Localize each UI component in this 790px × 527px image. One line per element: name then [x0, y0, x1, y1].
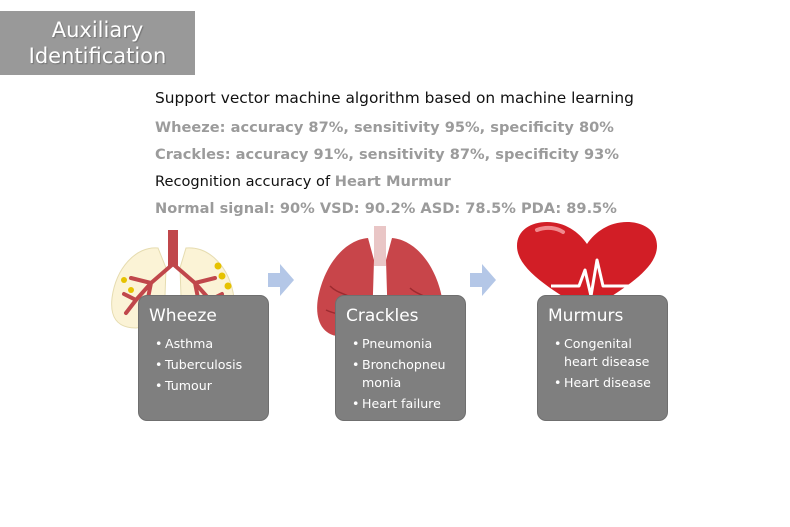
crackles-stats: Crackles: accuracy 91%, sensitivity 87%,… — [155, 146, 619, 163]
list-item: Congenital heart disease — [554, 335, 659, 371]
murmurs-card: Murmurs Congenital heart disease Heart d… — [537, 295, 668, 421]
list-item: Asthma — [155, 335, 260, 353]
list-item: Heart disease — [554, 374, 659, 392]
list-item: Pneumonia — [352, 335, 457, 353]
wheeze-stats: Wheeze: accuracy 87%, sensitivity 95%, s… — [155, 119, 614, 136]
card-title: Wheeze — [149, 306, 217, 326]
card-title: Crackles — [346, 306, 419, 326]
condition-list: Congenital heart disease Heart disease — [548, 335, 659, 392]
wheeze-card: Wheeze Asthma Tuberculosis Tumour — [138, 295, 269, 421]
normal-signal-stats: Normal signal: 90% VSD: 90.2% ASD: 78.5%… — [155, 200, 617, 217]
condition-list: Pneumonia Bronchopneu monia Heart failur… — [346, 335, 457, 413]
title-line-1: Auxiliary — [51, 18, 144, 42]
recognition-prefix: Recognition accuracy of — [155, 173, 335, 190]
card-title: Murmurs — [548, 306, 624, 326]
list-item: Tumour — [155, 377, 260, 395]
recognition-line: Recognition accuracy of Heart Murmur — [155, 173, 451, 190]
title-line-2: Identification — [28, 44, 167, 68]
condition-list: Asthma Tuberculosis Tumour — [149, 335, 260, 395]
right-arrow-icon — [268, 264, 294, 296]
list-item: Bronchopneu monia — [352, 356, 457, 392]
section-title-box: Auxiliary Identification — [0, 11, 195, 75]
list-item: Heart failure — [352, 395, 457, 413]
crackles-card: Crackles Pneumonia Bronchopneu monia Hea… — [335, 295, 466, 421]
algorithm-heading: Support vector machine algorithm based o… — [155, 89, 634, 107]
right-arrow-icon — [470, 264, 496, 296]
recognition-highlight: Heart Murmur — [334, 173, 451, 190]
list-item: Tuberculosis — [155, 356, 260, 374]
